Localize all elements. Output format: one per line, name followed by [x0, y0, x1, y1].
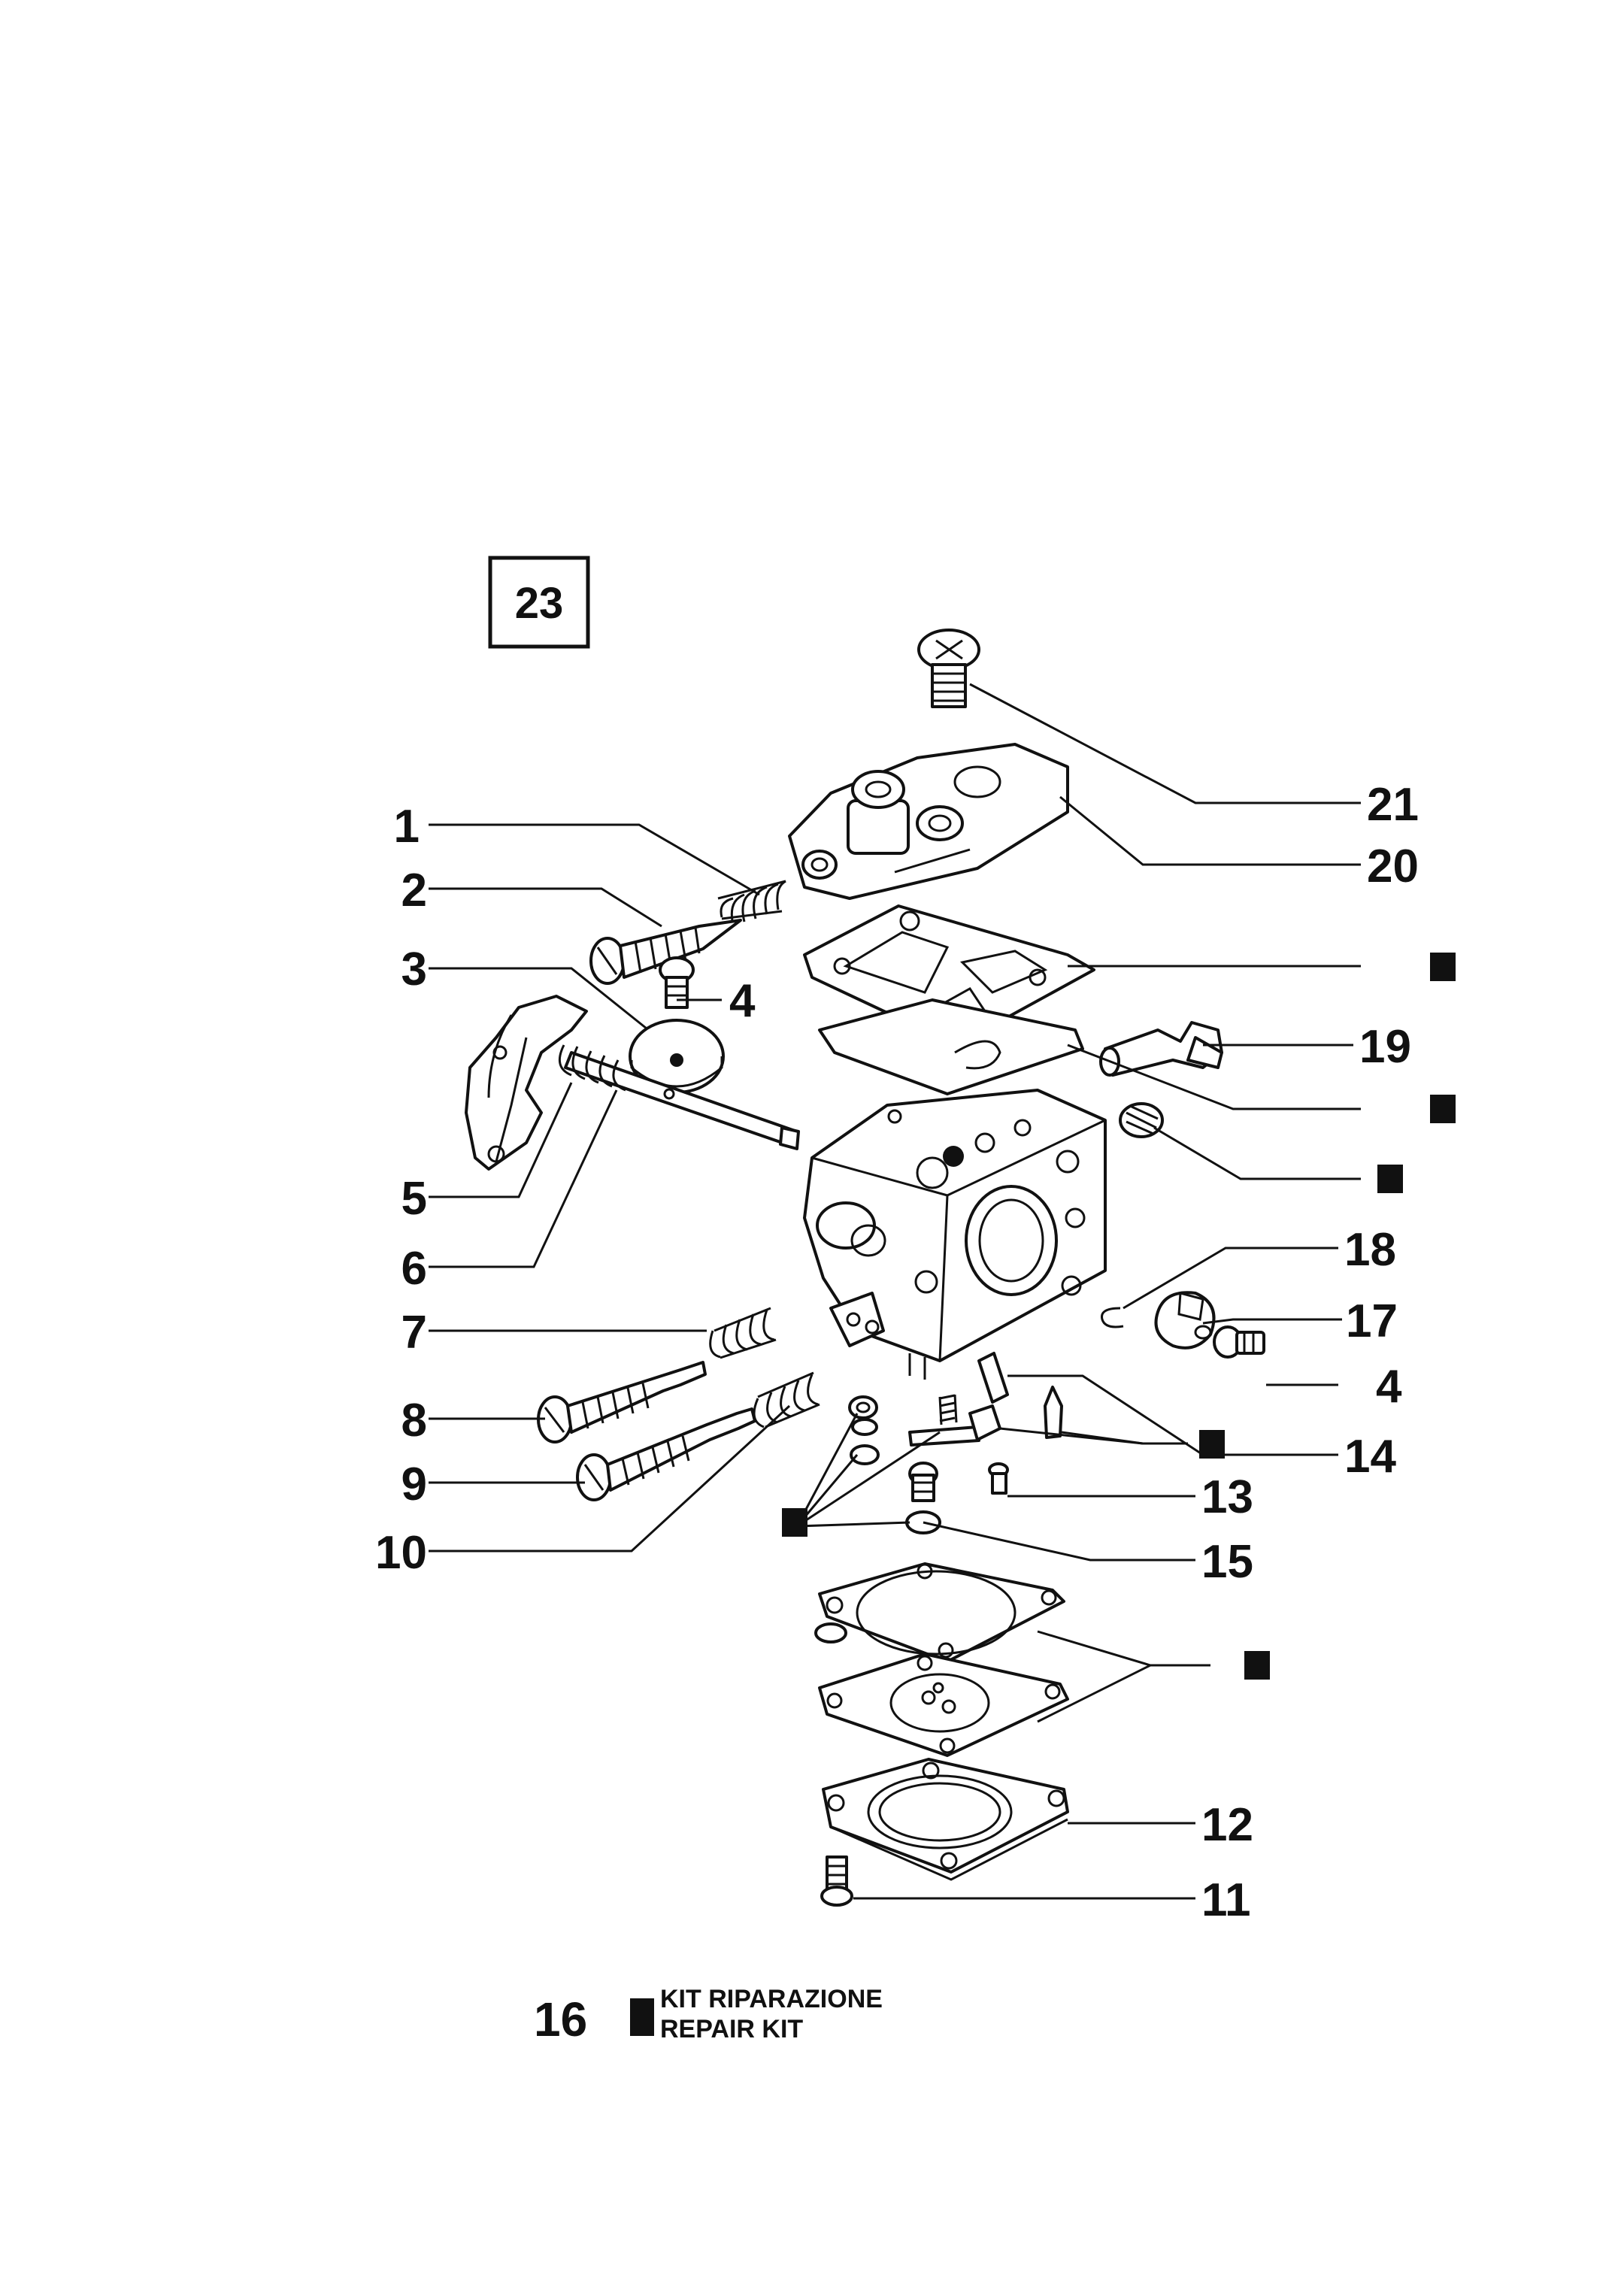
callout-11: 11 — [1201, 1874, 1251, 1926]
callout-4-upper: 4 — [729, 975, 756, 1027]
part-5-throttle-lever — [465, 995, 588, 1171]
footer: 16 KIT RIPARAZIONE REPAIR KIT — [534, 1985, 883, 2046]
kit-marker — [1199, 1430, 1225, 1459]
callout-15: 15 — [1201, 1536, 1253, 1588]
part-8-mixture-screw — [537, 1361, 707, 1443]
part-17-lever — [1154, 1291, 1216, 1350]
part-carburetor-body — [803, 1089, 1107, 1380]
kit-marker — [1377, 1165, 1403, 1193]
callout-7: 7 — [401, 1307, 427, 1359]
part-19-elbow-fitting — [1099, 1021, 1223, 1077]
callout-6: 6 — [401, 1243, 427, 1295]
repair-kit-markers — [782, 953, 1456, 1680]
part-9-mixture-screw — [576, 1407, 756, 1501]
part-lower-gasket — [818, 998, 1084, 1095]
part-12-bottom-cover — [822, 1758, 1069, 1881]
kit-marker — [1430, 1095, 1456, 1123]
callout-3: 3 — [401, 944, 427, 995]
part-1-spring — [717, 880, 786, 925]
figure-number-box: 23 — [488, 556, 590, 649]
callout-14: 14 — [1344, 1431, 1396, 1483]
callout-4-lower: 4 — [1376, 1361, 1402, 1413]
callout-2: 2 — [401, 865, 427, 916]
part-10-spring — [753, 1371, 820, 1428]
callout-8: 8 — [401, 1395, 427, 1447]
callout-9: 9 — [401, 1459, 427, 1510]
part-metering-diaphragm — [818, 1653, 1069, 1757]
callout-labels: 1 2 3 4 5 6 7 8 9 10 11 12 13 14 15 17 1… — [375, 779, 1419, 1926]
callout-21: 21 — [1367, 779, 1419, 831]
part-upper-gasket — [803, 904, 1095, 1039]
kit-marker — [1244, 1651, 1270, 1680]
callout-20: 20 — [1367, 841, 1419, 892]
part-inlet-needle-set — [848, 1352, 1063, 1534]
callout-18: 18 — [1344, 1224, 1396, 1276]
part-6-throttle-shaft — [558, 1044, 800, 1150]
part-20-top-cover — [788, 743, 1069, 900]
callout-1: 1 — [394, 801, 420, 853]
part-11-bottom-screw — [820, 1855, 853, 1907]
part-7-spring — [709, 1307, 777, 1359]
part-18-clip — [1101, 1307, 1124, 1328]
part-4-small-screw-upper — [659, 956, 695, 1009]
callout-17: 17 — [1346, 1295, 1398, 1347]
kit-marker — [1430, 953, 1456, 981]
part-4-small-screw-lower — [1213, 1325, 1265, 1359]
part-2-needle-screw — [589, 919, 742, 985]
part-filter-screen — [1119, 1102, 1164, 1138]
part-21-screw — [917, 629, 980, 708]
figure-number: 23 — [515, 579, 564, 628]
part-3-disc — [629, 1019, 725, 1094]
page-number: 16 — [534, 1992, 587, 2046]
kit-marker — [782, 1508, 807, 1537]
legend-line-1: KIT RIPARAZIONE — [660, 1985, 883, 2013]
legend-kit-marker — [630, 1998, 654, 2036]
callout-12: 12 — [1201, 1799, 1253, 1851]
callout-10: 10 — [375, 1527, 427, 1579]
callout-13: 13 — [1201, 1471, 1253, 1523]
callout-5: 5 — [401, 1173, 427, 1225]
legend-line-2: REPAIR KIT — [660, 2015, 803, 2043]
callout-19: 19 — [1359, 1021, 1411, 1073]
part-lower-gasket-plate — [814, 1562, 1065, 1663]
leader-lines — [429, 683, 1361, 1900]
